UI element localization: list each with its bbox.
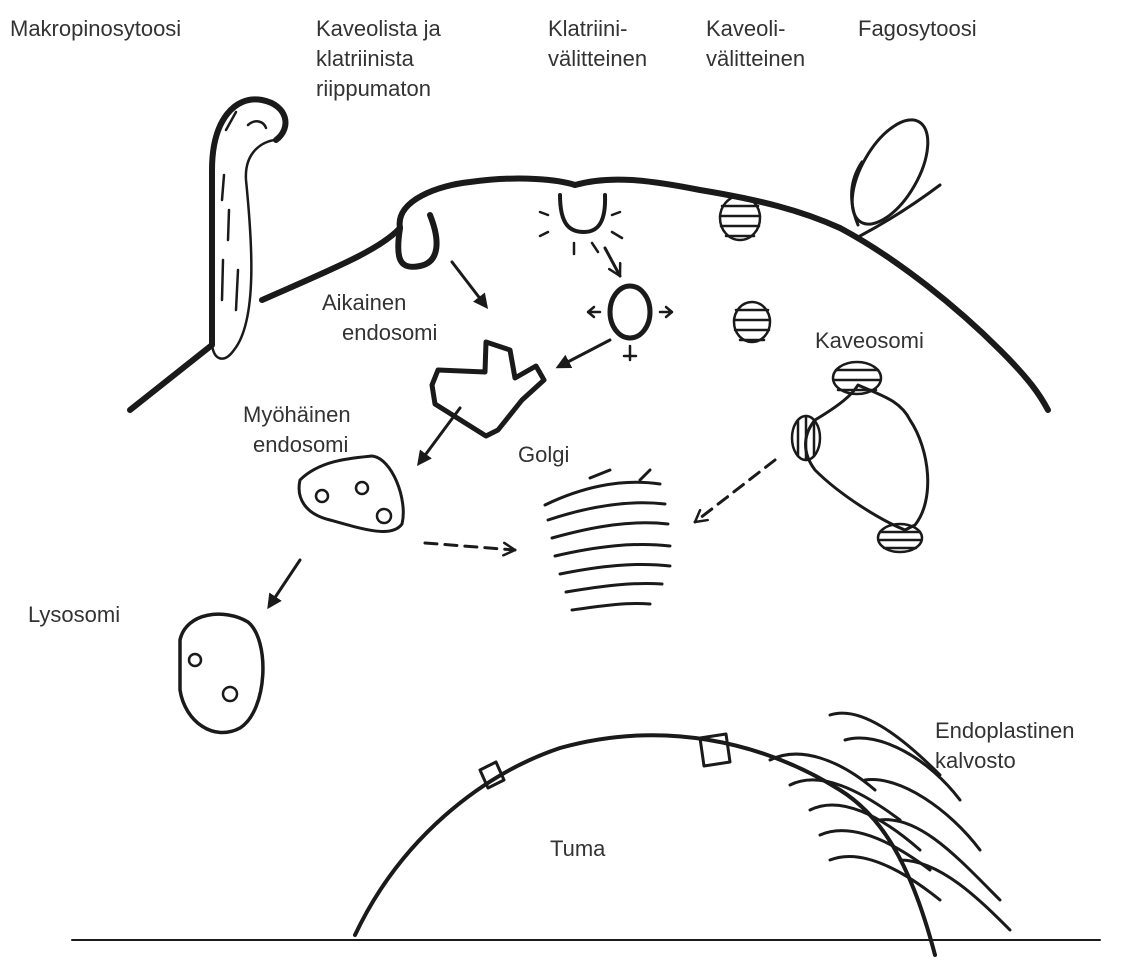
label-lysosome: Lysosomi [28, 600, 120, 630]
caveola-membrane [720, 196, 760, 240]
label-caveosome: Kaveosomi [815, 326, 924, 356]
label-late-endosome: Myöhäinen endosomi [243, 400, 351, 460]
macropinocytosis-ruffle [212, 112, 276, 359]
label-nucleus: Tuma [550, 834, 605, 864]
nuclear-pores [480, 734, 730, 788]
caveosome [792, 362, 928, 552]
label-phagocytosis: Fagosytoosi [858, 14, 977, 44]
label-macropinocytosis: Makropinosytoosi [10, 14, 181, 44]
label-caveolin-mediated: Kaveoli- välitteinen [706, 14, 805, 74]
label-clathrin-mediated: Klatriini- välitteinen [548, 14, 647, 74]
label-endoplasmic-reticulum: Endoplastinen kalvosto [935, 716, 1074, 776]
phagocytosis-particle [837, 108, 943, 236]
golgi-apparatus [545, 470, 670, 610]
caveola-vesicle [734, 302, 770, 342]
nuclear-envelope [355, 735, 935, 955]
clathrin-pit [540, 195, 622, 254]
label-caveolin-clathrin-independent: Kaveolista ja klatriinista riippumaton [316, 14, 441, 104]
late-endosome [299, 456, 403, 532]
independent-pit [398, 215, 436, 267]
lysosome [180, 614, 263, 732]
clathrin-vesicle [588, 286, 672, 360]
label-golgi: Golgi [518, 440, 569, 470]
plasma-membrane [130, 99, 1048, 410]
label-early-endosome: Aikainen endosomi [322, 288, 437, 348]
